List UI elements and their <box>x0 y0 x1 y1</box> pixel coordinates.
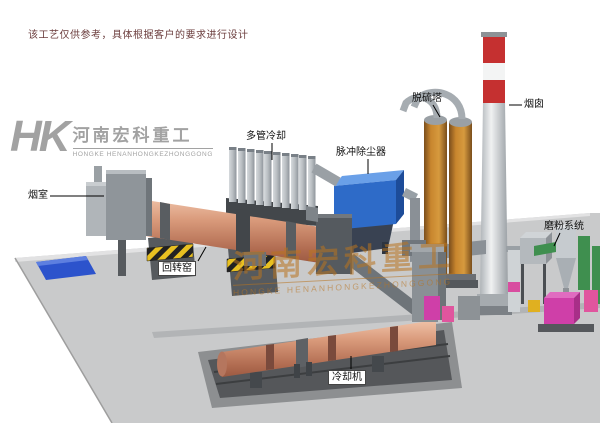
label-smoke-chamber: 烟室 <box>28 190 48 201</box>
label-desulfurization-tower: 脱硫塔 <box>412 93 442 104</box>
leader-lines <box>50 104 561 369</box>
rotary-kiln <box>120 197 352 296</box>
grinding-system <box>458 224 600 332</box>
logo-company-name-cn: 河南宏科重工 <box>72 121 213 149</box>
cooling-machine <box>217 320 436 388</box>
label-cooling-machine: 冷却机 <box>328 370 366 385</box>
label-chimney: 烟囱 <box>524 99 544 110</box>
smoke-chamber <box>86 166 152 276</box>
logo-monogram: HK <box>10 112 71 161</box>
label-pulse-dust-collector: 脉冲除尘器 <box>336 147 386 158</box>
logo-company-name-en: HONGKE HENANHONGKEZHONGGONG <box>72 151 213 158</box>
disclaimer-note: 该工艺仅供参考，具体根据客户的要求进行设计 <box>28 30 249 41</box>
label-rotary-kiln: 回转窑 <box>158 261 196 276</box>
transfer-tower <box>344 244 454 322</box>
logo-text-block: 河南宏科重工 HONGKE HENANHONGKEZHONGGONG <box>72 116 213 158</box>
desulfurization-towers <box>399 88 478 288</box>
label-grinding-system: 磨粉系统 <box>544 221 584 232</box>
chimney <box>474 32 512 315</box>
company-logo-watermark: HK 河南宏科重工 HONGKE HENANHONGKEZHONGGONG <box>10 112 213 161</box>
label-multi-tube-cooler: 多管冷却 <box>246 131 286 142</box>
foundation-pad <box>36 256 96 280</box>
